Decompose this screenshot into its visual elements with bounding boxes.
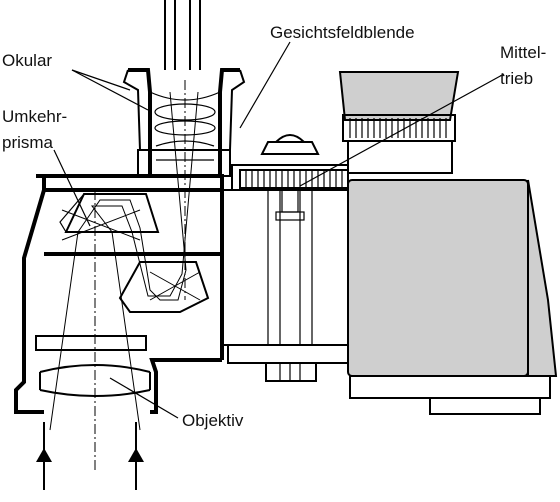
label-mitteltrieb-line2: trieb (500, 69, 533, 88)
left-barrel-section (14, 0, 246, 490)
label-objektiv: Objektiv (182, 411, 244, 430)
label-umkehrprisma-line2: prisma (2, 133, 54, 152)
center-focus-wheel (239, 169, 349, 189)
central-hinge (221, 134, 349, 382)
label-umkehrprisma-line1: Umkehr- (2, 107, 67, 126)
right-eyepiece-knurl (349, 118, 447, 138)
right-barrel (338, 71, 558, 415)
label-okular: Okular (2, 51, 52, 70)
label-gesichtsfeldblende: Gesichtsfeldblende (270, 23, 415, 42)
leader-lines (53, 41, 505, 419)
label-mitteltrieb-line1: Mittel- (500, 43, 546, 62)
